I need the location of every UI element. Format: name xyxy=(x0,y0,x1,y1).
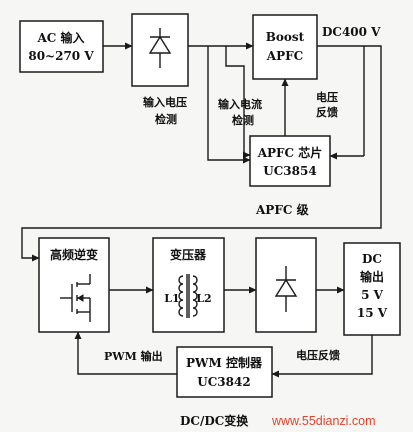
hf-inverter-label: 高频逆变 xyxy=(50,247,98,262)
apfc-chip-block: APFC 芯片 UC3854 xyxy=(249,135,331,187)
pwm-controller-label-2: UC3842 xyxy=(197,375,250,389)
dcdc-stage-label: DC/DC变换 xyxy=(180,413,249,428)
pwm-controller-label-1: PWM 控制器 xyxy=(186,355,263,370)
voltage-feedback-bottom-label: 电压反馈 xyxy=(296,348,340,362)
dc-output-label-4: 15 V xyxy=(357,306,388,320)
rectifier-diode-icon xyxy=(274,266,298,312)
rectifier-diode-icon xyxy=(148,28,172,68)
wire-input-current-detect xyxy=(225,46,251,159)
input-voltage-detect-label-2: 检测 xyxy=(155,112,177,126)
ac-input-label-1: AC 输入 xyxy=(36,30,84,45)
boost-apfc-label-1: Boost xyxy=(266,30,305,44)
input-current-detect-label-2: 检测 xyxy=(232,113,254,127)
ac-input-block: AC 输入 80~270 V xyxy=(19,20,104,73)
dc400v-label: DC400 V xyxy=(322,25,381,39)
boost-apfc-label-2: APFC xyxy=(266,49,303,63)
dc-output-label-2: 输出 xyxy=(360,269,384,284)
apfc-chip-label-2: UC3854 xyxy=(263,164,316,178)
dc-output-label-3: 5 V xyxy=(361,288,384,302)
mosfet-icon xyxy=(60,274,91,322)
transformer-coil-icon xyxy=(178,274,198,318)
wire-pwm-output xyxy=(74,331,177,375)
dc-output-label-1: DC xyxy=(362,252,382,266)
dc-output-block: DC 输出 5 V 15 V xyxy=(343,242,401,336)
wire-dc400v-bus xyxy=(21,45,382,262)
transformer-l1-label: L1 xyxy=(164,292,179,305)
wire-voltage-feedback-bottom xyxy=(271,335,373,378)
wire-input-voltage-detect xyxy=(207,46,251,164)
input-rectifier-block xyxy=(131,13,189,87)
transformer-block: 变压器 L1 L2 xyxy=(152,237,225,333)
input-voltage-detect-label-1: 输入电压 xyxy=(143,95,187,109)
transformer-label: 变压器 xyxy=(170,247,207,262)
apfc-chip-label-1: APFC 芯片 xyxy=(257,145,323,160)
ac-input-label-2: 80~270 V xyxy=(28,49,94,63)
transformer-l2-label: L2 xyxy=(196,292,211,305)
voltage-feedback-top-label-1: 电压 xyxy=(316,90,338,104)
input-current-detect-label-1: 输入电流 xyxy=(218,97,262,111)
pwm-controller-block: PWM 控制器 UC3842 xyxy=(176,346,273,398)
boost-apfc-block: Boost APFC xyxy=(252,14,318,80)
voltage-feedback-top-label-2: 反馈 xyxy=(316,105,338,119)
hf-inverter-block: 高频逆变 xyxy=(38,237,110,333)
watermark: www.55dianzi.com xyxy=(271,414,376,428)
apfc-stage-label: APFC 级 xyxy=(255,202,309,217)
pwm-output-label: PWM 输出 xyxy=(104,349,163,363)
output-rectifier-block xyxy=(255,237,317,333)
connection-lines xyxy=(21,42,382,378)
